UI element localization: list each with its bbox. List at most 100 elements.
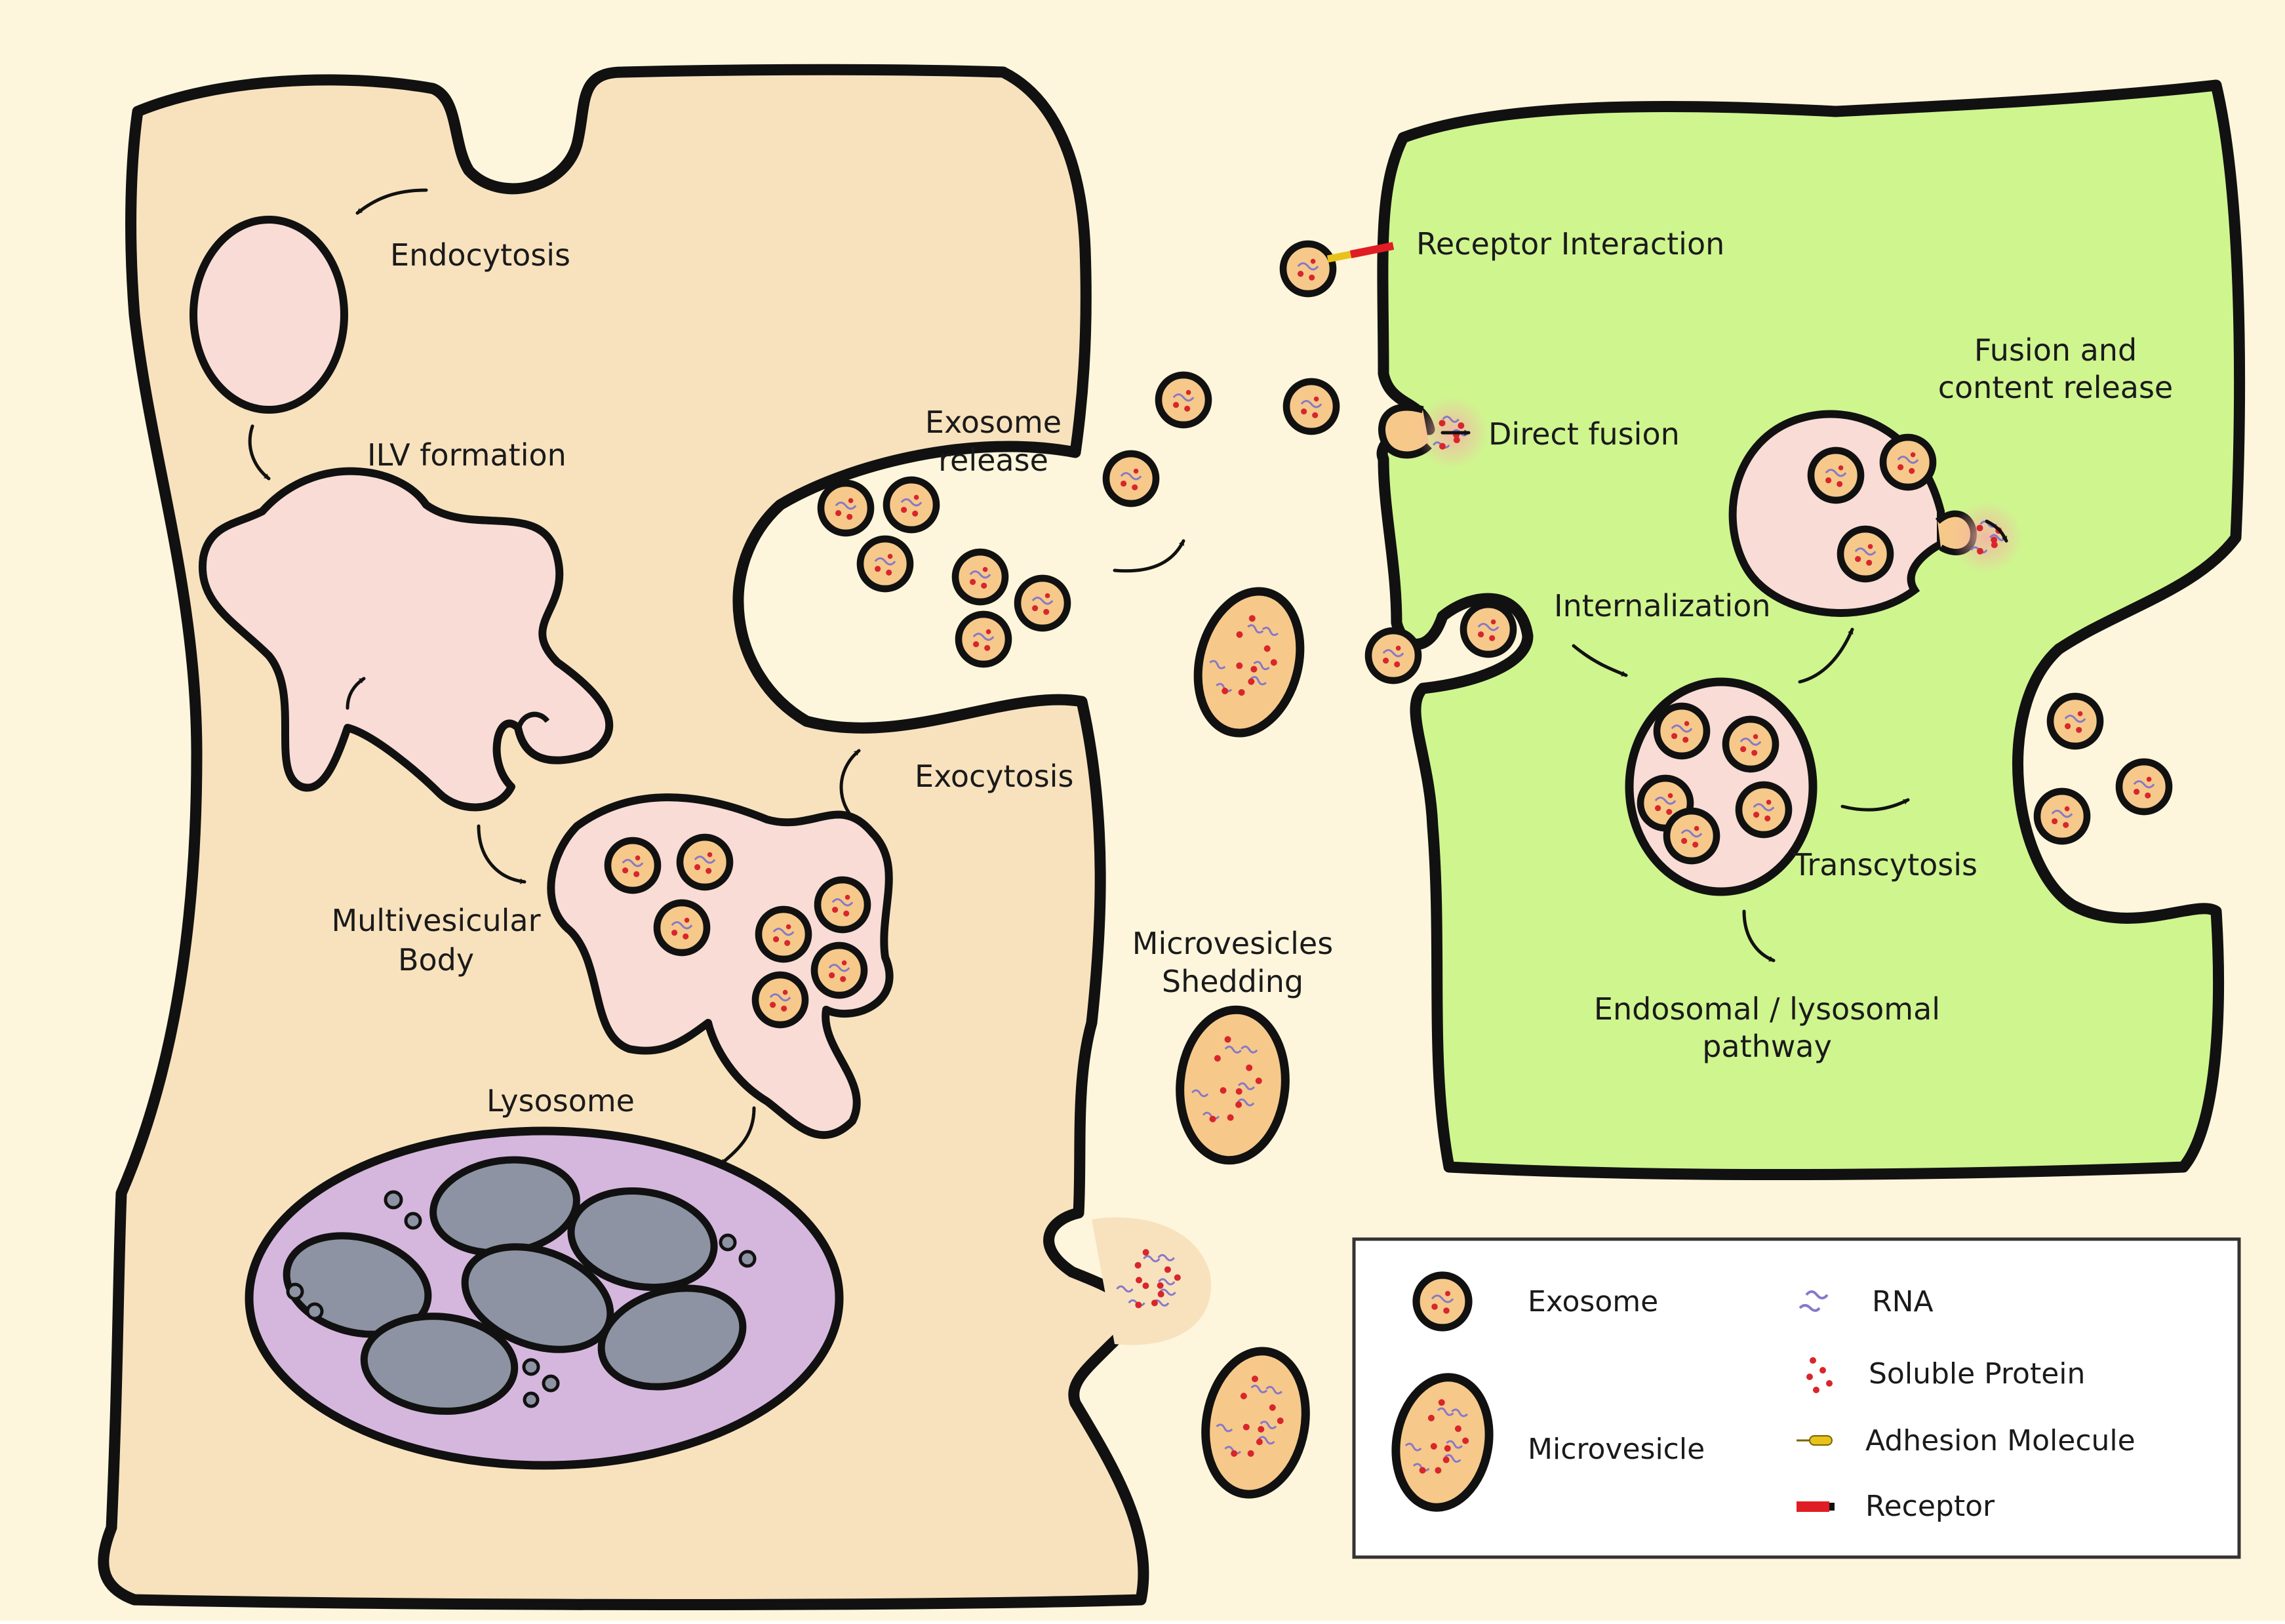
label-ilv-formation: ILV formation bbox=[367, 437, 566, 473]
rna-strand bbox=[1262, 626, 1279, 637]
legend-protein-swatch bbox=[1806, 1357, 1833, 1393]
rna-strand bbox=[1191, 1089, 1209, 1098]
rna-strand bbox=[1157, 1254, 1175, 1261]
soluble-protein bbox=[1174, 1274, 1181, 1281]
legend-adhesion-swatch bbox=[1797, 1435, 1833, 1446]
exosome bbox=[1807, 446, 1865, 504]
arrow-exocytosis bbox=[839, 749, 861, 815]
label-multivesicular-body-2: Body bbox=[398, 942, 474, 978]
rna-strand bbox=[1216, 1423, 1233, 1433]
rna-strand bbox=[1158, 1278, 1176, 1286]
soluble-protein bbox=[1430, 1442, 1437, 1450]
soluble-protein bbox=[1269, 1404, 1276, 1411]
arrows bbox=[248, 188, 2008, 1166]
soluble-protein bbox=[1246, 1064, 1253, 1071]
exosome bbox=[676, 833, 734, 891]
rna-strand bbox=[1451, 1408, 1468, 1417]
soluble-protein bbox=[1255, 1077, 1262, 1084]
arrow-transcytosis bbox=[1840, 798, 1910, 812]
soluble-protein bbox=[1439, 420, 1446, 427]
exosome bbox=[1412, 1271, 1473, 1332]
soluble-protein bbox=[1976, 525, 1983, 532]
soluble-protein bbox=[1220, 1087, 1227, 1094]
content-release-glow bbox=[1951, 502, 2023, 574]
soluble-protein bbox=[1444, 1445, 1451, 1452]
rna-strand bbox=[1224, 1446, 1242, 1455]
legend-exosome-swatch bbox=[1412, 1271, 1473, 1332]
arrow-to-ilv bbox=[248, 424, 271, 481]
exosome bbox=[2115, 758, 2173, 816]
label-exosome-release-1: Exosome bbox=[925, 405, 1062, 440]
exosome bbox=[955, 610, 1012, 668]
budding-microvesicle bbox=[1092, 1217, 1212, 1345]
soluble-protein bbox=[1151, 1299, 1158, 1307]
rna-strand bbox=[1253, 661, 1270, 671]
exosome bbox=[1460, 601, 1517, 658]
exosome bbox=[1735, 781, 1793, 839]
legend-receptor-swatch bbox=[1797, 1501, 1835, 1512]
exosome bbox=[1364, 627, 1422, 684]
exosome bbox=[1837, 525, 1894, 583]
ilv-invagination-1 bbox=[515, 711, 550, 735]
exosome bbox=[951, 548, 1009, 606]
legend-rna-label: RNA bbox=[1872, 1285, 1934, 1318]
rna-strand bbox=[1444, 1454, 1461, 1463]
exosome bbox=[2046, 692, 2104, 750]
label-internalization: Internalization bbox=[1554, 588, 1771, 624]
microvesicle bbox=[1201, 1347, 1310, 1499]
rna-strand bbox=[1250, 676, 1267, 686]
exosome bbox=[1653, 702, 1711, 760]
soluble-protein bbox=[1256, 1438, 1263, 1446]
legend: Exosome Microvesicle RNA Soluble Protein… bbox=[1352, 1237, 2241, 1559]
budding-microvesicle-cargo bbox=[1116, 1249, 1181, 1309]
soluble-protein bbox=[1231, 1450, 1238, 1457]
soluble-protein bbox=[1134, 1261, 1142, 1269]
rna-strand bbox=[1159, 1288, 1176, 1296]
rna-strand bbox=[1258, 1436, 1275, 1445]
legend-rna-swatch bbox=[1798, 1290, 1829, 1312]
soluble-protein bbox=[1209, 1115, 1216, 1122]
soluble-protein bbox=[1248, 615, 1256, 622]
exosome bbox=[1014, 574, 1071, 632]
label-microvesicles-shedding-2: Shedding bbox=[1162, 964, 1303, 999]
soluble-protein bbox=[1263, 645, 1271, 652]
soluble-protein bbox=[1991, 542, 1998, 549]
soluble-protein bbox=[1435, 1467, 1442, 1474]
soluble-protein bbox=[1236, 631, 1243, 638]
soluble-protein bbox=[1235, 1088, 1242, 1095]
exosome bbox=[755, 905, 812, 963]
soluble-protein bbox=[1157, 1290, 1164, 1297]
soluble-protein bbox=[1454, 1425, 1461, 1433]
exosome bbox=[1722, 715, 1779, 773]
rna-strand bbox=[1247, 624, 1264, 634]
exosome bbox=[814, 876, 871, 934]
label-multivesicular-body-1: Multivesicular bbox=[331, 903, 540, 938]
rna-strand bbox=[1265, 1385, 1283, 1395]
recipient-cell bbox=[1376, 79, 2246, 1181]
soluble-protein bbox=[1258, 1426, 1265, 1433]
arrow-ilv-1 bbox=[346, 677, 366, 710]
exosome bbox=[883, 476, 940, 534]
exosome bbox=[1282, 378, 1340, 435]
label-receptor-interaction: Receptor Interaction bbox=[1416, 226, 1724, 262]
soluble-protein bbox=[1142, 1249, 1149, 1256]
exosome bbox=[817, 479, 875, 537]
soluble-protein bbox=[1458, 422, 1465, 429]
soluble-protein bbox=[1251, 1376, 1258, 1383]
exosome bbox=[856, 535, 914, 593]
rna-strand bbox=[1241, 1045, 1258, 1054]
lysosome-granules bbox=[286, 1190, 757, 1408]
rna-strand bbox=[1237, 1098, 1255, 1107]
endocytic-vesicle bbox=[189, 216, 348, 414]
rna-strand bbox=[1202, 1111, 1220, 1120]
receptor-interaction bbox=[1326, 242, 1395, 263]
soluble-protein bbox=[1462, 1437, 1469, 1444]
soluble-protein bbox=[1442, 1456, 1450, 1463]
exosome bbox=[1879, 433, 1937, 491]
exosome bbox=[1102, 450, 1160, 507]
legend-adhesion-label: Adhesion Molecule bbox=[1865, 1424, 2136, 1457]
rna-strand bbox=[1143, 1255, 1161, 1263]
soluble-protein bbox=[1270, 659, 1277, 666]
rna-strand bbox=[1209, 660, 1226, 669]
label-fusion-release-2: content release bbox=[1938, 370, 2173, 405]
